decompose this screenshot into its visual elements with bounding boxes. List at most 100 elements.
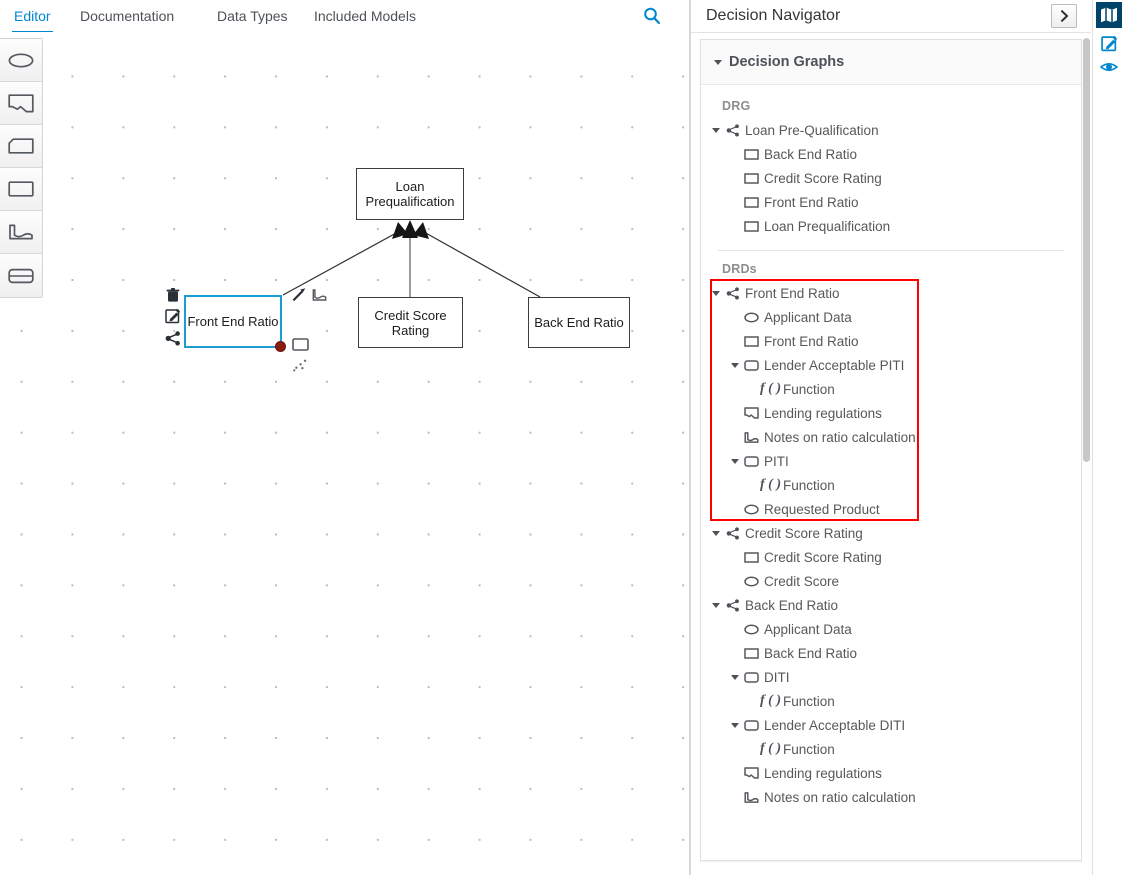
tree-item[interactable]: DITI	[701, 665, 1081, 689]
ellipse-icon	[743, 623, 760, 635]
palette-item-input-data[interactable]	[0, 39, 42, 82]
rounded-rect-icon	[744, 359, 759, 371]
tree-item[interactable]: Notes on ratio calculation	[701, 425, 1081, 449]
diagram-node-back-end-ratio[interactable]: Back End Ratio	[528, 297, 630, 348]
palette-item-decision-service[interactable]	[0, 254, 42, 297]
shape-palette[interactable]	[0, 38, 43, 298]
tree-item[interactable]: Back End Ratio	[701, 641, 1081, 665]
editor-right-divider	[689, 0, 690, 875]
tree-item-label: Credit Score Rating	[764, 170, 882, 186]
create-decision-button[interactable]	[292, 338, 309, 356]
annotation-icon	[744, 407, 759, 419]
tree-item-label: Function	[783, 381, 835, 397]
tree-item[interactable]: Back End Ratio	[701, 142, 1081, 166]
tree-item[interactable]: Applicant Data	[701, 305, 1081, 329]
tree-item[interactable]: f ( )Function	[701, 473, 1081, 497]
chevron-down-icon[interactable]	[730, 458, 740, 464]
create-drd-button[interactable]	[165, 331, 181, 351]
tree-item[interactable]: Requested Product	[701, 497, 1081, 521]
rounded-rect-icon	[743, 455, 760, 467]
tree-item-label: Front End Ratio	[764, 194, 859, 210]
create-knowledge-source-button[interactable]	[312, 288, 327, 306]
rectangle-icon	[744, 335, 759, 347]
chevron-down-icon[interactable]	[714, 59, 722, 65]
ellipse-icon	[743, 575, 760, 587]
tree-item[interactable]: Notes on ratio calculation	[701, 785, 1081, 809]
palette-item-text-annotation[interactable]	[0, 82, 42, 125]
tree-item[interactable]: Credit Score Rating	[701, 166, 1081, 190]
diagram-node-credit-score-rating[interactable]: Credit Score Rating	[358, 297, 463, 348]
tree-item[interactable]: Credit Score Rating	[701, 545, 1081, 569]
knowledge-source-icon	[743, 431, 760, 443]
create-association-button[interactable]	[293, 359, 308, 377]
share-nodes-icon	[726, 286, 739, 299]
palette-item-decision[interactable]	[0, 168, 42, 211]
tab-included-models[interactable]: Included Models	[314, 8, 416, 24]
chevron-down-icon[interactable]	[711, 530, 721, 536]
chevron-down-icon[interactable]	[730, 674, 740, 680]
tree-item[interactable]: Applicant Data	[701, 617, 1081, 641]
diagram-node-loan-prequalification[interactable]: Loan Prequalification	[356, 168, 464, 220]
share-nodes-icon	[724, 526, 741, 540]
panel-collapse-button[interactable]	[1051, 4, 1077, 28]
tree-item[interactable]: Loan Prequalification	[701, 214, 1081, 238]
tree-item[interactable]: Loan Pre-Qualification	[701, 118, 1081, 142]
tree-item[interactable]: Credit Score	[701, 569, 1081, 593]
tab-documentation[interactable]: Documentation	[80, 8, 175, 24]
create-connection-button[interactable]	[291, 287, 307, 308]
diagram-node-front-end-ratio[interactable]: Front End Ratio	[184, 295, 286, 352]
tree-item[interactable]: Front End Ratio	[701, 190, 1081, 214]
function-icon: f ( )	[760, 477, 781, 492]
search-icon[interactable]	[642, 6, 662, 26]
rounded-rect-icon	[744, 671, 759, 683]
tree-item[interactable]: Lender Acceptable DITI	[701, 713, 1081, 737]
properties-toggle[interactable]	[1096, 30, 1122, 56]
delete-node-button[interactable]	[165, 287, 181, 308]
preview-toggle[interactable]	[1096, 54, 1122, 80]
decision-graphs-section-header[interactable]: Decision Graphs	[701, 40, 1081, 85]
tree-item[interactable]: Credit Score Rating	[701, 521, 1081, 545]
tree-item-label: Function	[783, 693, 835, 709]
tree-item[interactable]: Lender Acceptable PITI	[701, 353, 1081, 377]
tree-item[interactable]: Lending regulations	[701, 761, 1081, 785]
edit-node-button[interactable]	[165, 308, 181, 329]
tab-data-types[interactable]: Data Types	[217, 8, 288, 24]
ellipse-icon	[744, 503, 759, 515]
tree-item[interactable]: f ( )Function	[701, 737, 1081, 761]
tree-item[interactable]: PITI	[701, 449, 1081, 473]
chevron-down-icon[interactable]	[711, 290, 721, 296]
function-icon: f ( )	[760, 741, 781, 756]
chevron-down-icon[interactable]	[711, 127, 721, 133]
tree-item[interactable]: f ( )Function	[701, 689, 1081, 713]
knowledge-source-icon	[744, 431, 759, 443]
tree-item[interactable]: Back End Ratio	[701, 593, 1081, 617]
chevron-down-icon[interactable]	[730, 362, 740, 368]
tree-item[interactable]: f ( )Function	[701, 377, 1081, 401]
decision-navigator-toggle[interactable]	[1096, 2, 1122, 28]
tree-item[interactable]: Front End Ratio	[701, 329, 1081, 353]
node-resize-handle[interactable]	[275, 341, 286, 352]
diagram-node-label: Front End Ratio	[187, 314, 279, 329]
function-icon: f ( )	[760, 381, 781, 397]
chevron-down-icon[interactable]	[711, 602, 721, 608]
pencil-square-icon	[1100, 35, 1117, 51]
tree-item-label: Front End Ratio	[745, 285, 840, 301]
rectangle-icon	[744, 148, 759, 160]
editor-pane: Editor Documentation Data Types Included Mo…	[0, 0, 690, 875]
chevron-down-icon[interactable]	[730, 722, 740, 728]
tree-item[interactable]: Lending regulations	[701, 401, 1081, 425]
tree-item-label: Lender Acceptable DITI	[764, 717, 906, 733]
palette-item-business-knowledge-model[interactable]	[0, 125, 42, 168]
navigator-scrollbar-thumb[interactable]	[1083, 38, 1090, 462]
tree-item[interactable]: Front End Ratio	[701, 281, 1081, 305]
palette-item-knowledge-source[interactable]	[0, 211, 42, 254]
tab-editor[interactable]: Editor	[12, 8, 53, 34]
rectangle-icon	[744, 220, 759, 232]
map-icon	[1101, 7, 1117, 23]
tree-item-label: Back End Ratio	[745, 597, 839, 613]
